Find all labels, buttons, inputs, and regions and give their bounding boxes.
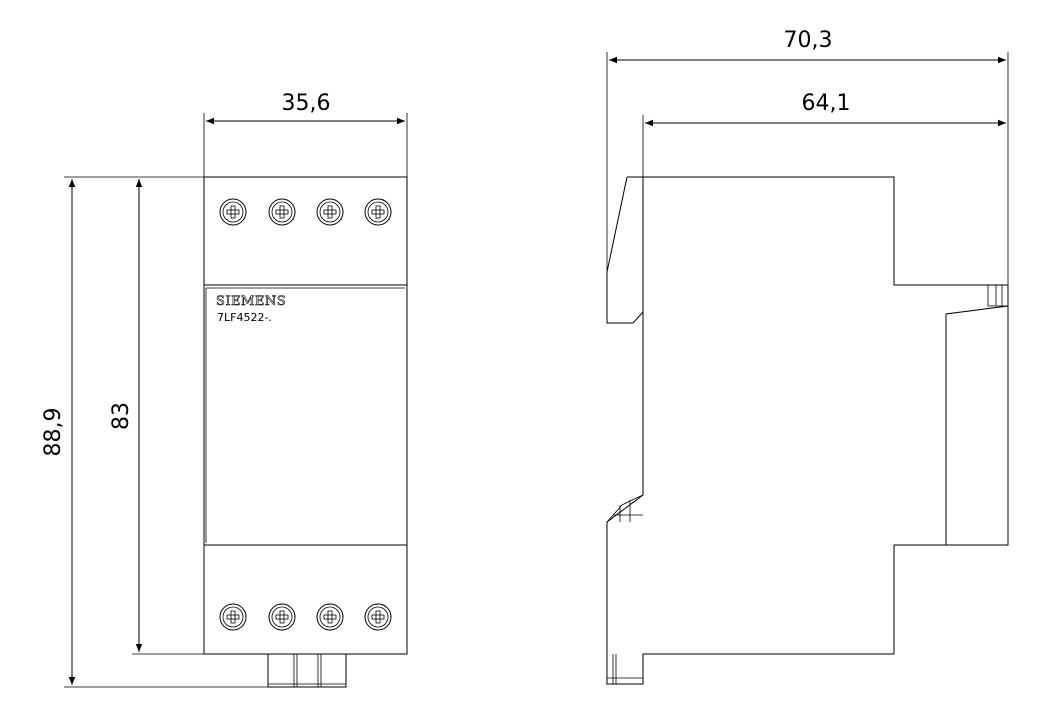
screw-icon <box>219 603 247 631</box>
screw-icon <box>316 603 344 631</box>
side-body-outline <box>606 176 1009 685</box>
din-clip <box>267 653 347 688</box>
dimension-front-height-outer: 88,9 <box>41 176 268 688</box>
front-view: SIEMENS 7LF4522-. <box>41 91 408 688</box>
dimension-label-side-depth-inner: 64,1 <box>802 91 851 116</box>
dimension-side-depth-outer: 70,3 <box>606 28 1009 285</box>
screw-icon <box>268 603 296 631</box>
side-view: 70,3 64,1 <box>606 28 1009 685</box>
dimension-label-front-height-inner: 83 <box>109 402 134 430</box>
dimension-side-depth-inner: 64,1 <box>642 91 1006 177</box>
dimension-label-front-height-outer: 88,9 <box>41 408 66 457</box>
side-top-tab <box>606 176 644 324</box>
dimension-front-height-inner: 83 <box>109 179 204 655</box>
dimension-label-side-depth-outer: 70,3 <box>784 28 833 53</box>
brand-label: SIEMENS <box>216 294 286 309</box>
screw-icon <box>364 603 392 631</box>
screw-icon <box>268 198 296 226</box>
front-body-outline <box>203 176 408 655</box>
front-cover-plate <box>203 284 408 546</box>
terminal-screws-bottom <box>219 603 392 631</box>
screw-icon <box>316 198 344 226</box>
screw-icon <box>219 198 247 226</box>
model-label: 7LF4522-. <box>217 311 272 324</box>
terminal-screws-top <box>219 198 392 226</box>
screw-icon <box>364 198 392 226</box>
dimension-front-width: 35,6 <box>203 91 408 177</box>
dimension-label-front-width: 35,6 <box>282 91 331 116</box>
